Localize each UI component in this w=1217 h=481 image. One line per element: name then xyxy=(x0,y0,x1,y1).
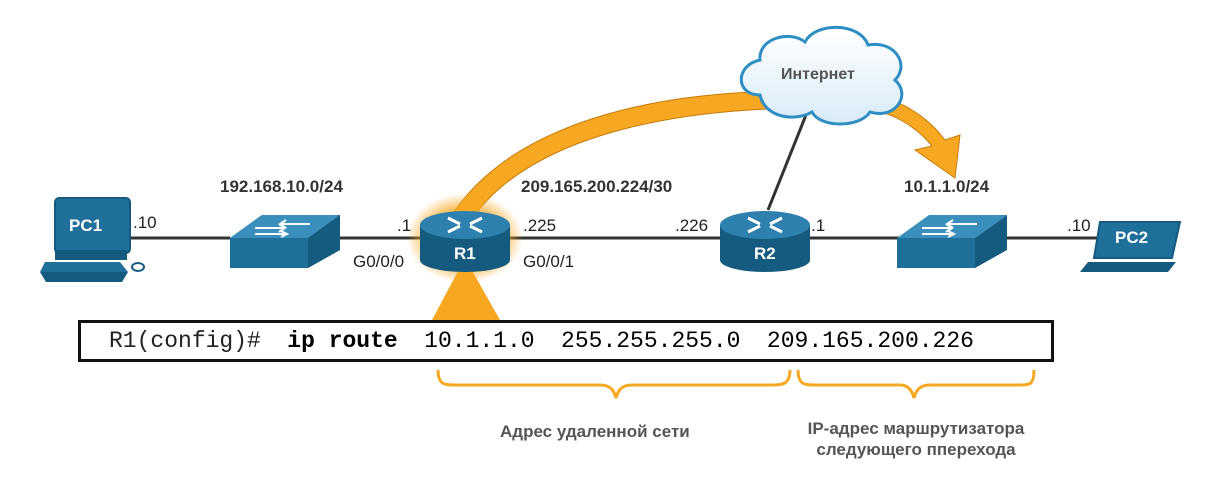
pc2-label: PC2 xyxy=(1115,228,1149,247)
route-pointer-triangle xyxy=(432,258,500,320)
r1-wan-address: .225 xyxy=(523,216,557,235)
r2-label: R2 xyxy=(754,244,776,263)
pc1-address: .10 xyxy=(133,213,157,232)
remote-network-caption: Адрес удаленной сети xyxy=(500,422,690,441)
r1-wan-port: G0/0/1 xyxy=(523,252,575,271)
command-mask: 255.255.255.0 xyxy=(561,328,741,354)
lan1-network-label: 192.168.10.0/24 xyxy=(220,177,343,196)
next-hop-caption-line2: следующего пперехода xyxy=(816,440,1016,459)
command-network: 10.1.1.0 xyxy=(424,328,535,354)
pc1-label: PC1 xyxy=(69,216,103,235)
router-r2-icon xyxy=(720,211,810,272)
command-prompt: R1(config)# xyxy=(109,328,261,354)
r2-wan-address: .226 xyxy=(675,216,709,235)
pc2-icon xyxy=(1080,221,1182,272)
link-r2-internet xyxy=(766,109,810,211)
command-line-box: R1(config)# ip route 10.1.1.0 255.255.25… xyxy=(78,320,1054,362)
internet-label: Интернет xyxy=(781,66,855,83)
r2-lan-address: .1 xyxy=(811,216,826,235)
internet-cloud-icon xyxy=(739,25,904,126)
r1-lan-port: G0/0/0 xyxy=(353,252,405,271)
route-arrow xyxy=(451,90,961,223)
lan2-network-label: 10.1.1.0/24 xyxy=(904,177,990,196)
pc1-icon xyxy=(40,197,145,282)
switch-2-icon xyxy=(897,215,1007,268)
brace-remote-network xyxy=(436,369,792,399)
next-hop-caption-line1: IP-адрес маршрутизатора xyxy=(807,419,1025,438)
command-keyword: ip route xyxy=(287,328,398,354)
brace-next-hop xyxy=(796,369,1036,399)
pc2-address: .10 xyxy=(1067,216,1091,235)
router-r1-icon xyxy=(420,211,510,272)
wan-network-label: 209.165.200.224/30 xyxy=(521,177,673,196)
switch-1-icon xyxy=(230,215,340,268)
r1-label: R1 xyxy=(454,244,476,263)
r1-lan-address: .1 xyxy=(397,216,412,235)
next-hop-caption: IP-адрес маршрутизатора следующего ппере… xyxy=(800,418,1032,460)
command-next-hop: 209.165.200.226 xyxy=(766,328,974,354)
